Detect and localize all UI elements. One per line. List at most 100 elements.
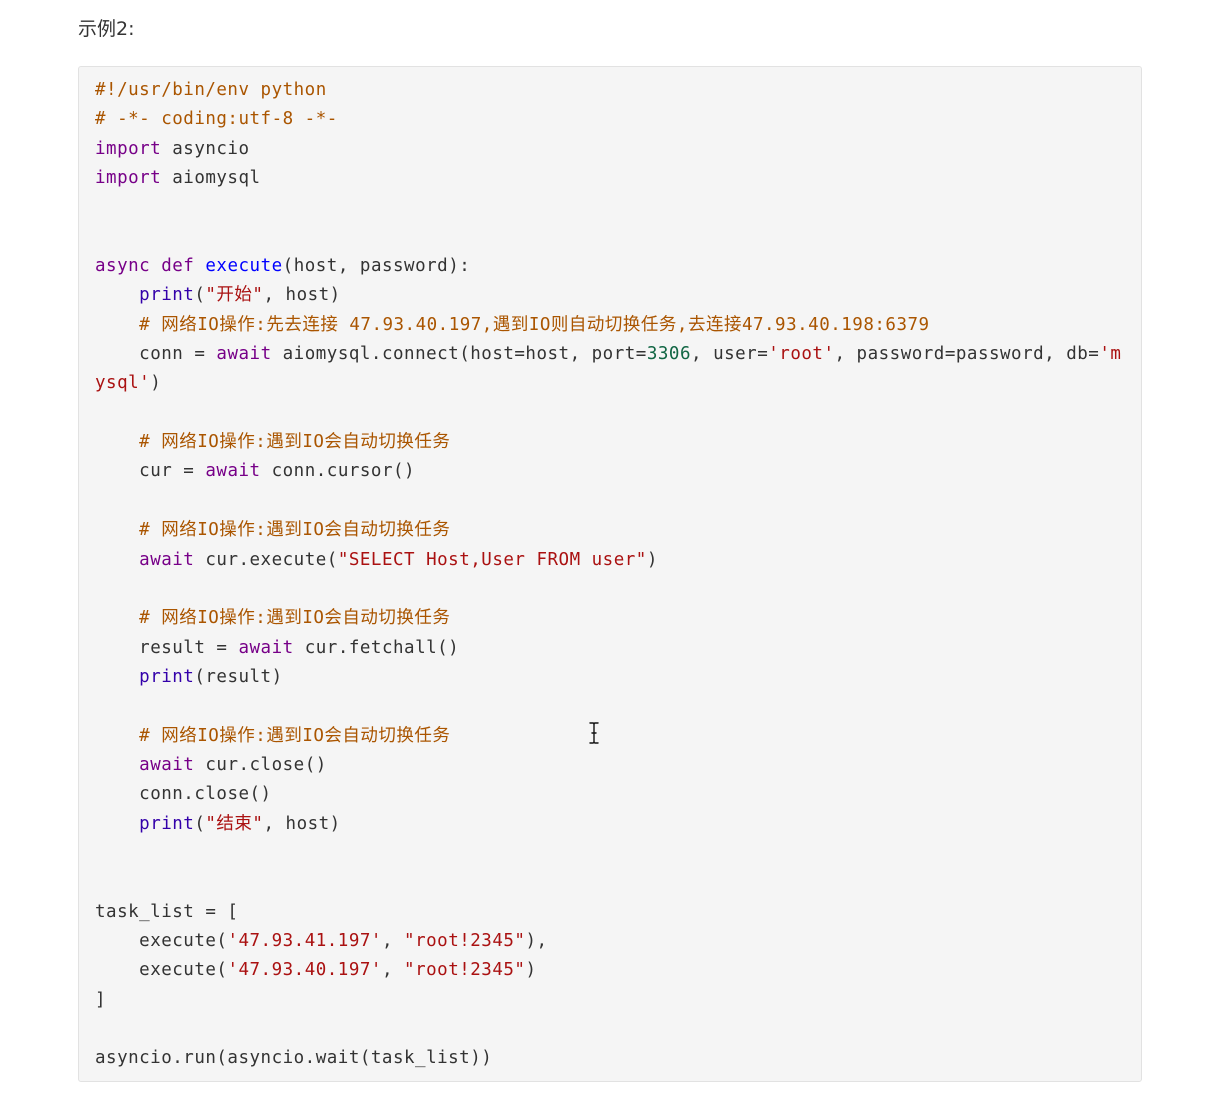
code-token-keyword: import <box>95 138 162 159</box>
code-token-plain: , host) <box>263 285 341 306</box>
code-token-plain: ) <box>525 960 537 981</box>
code-line: result = await cur.fetchall() <box>95 634 1125 663</box>
code-token-plain <box>95 814 139 834</box>
code-token-comment: # -*- coding:utf-8 -*- <box>95 109 338 130</box>
code-token-plain: ) <box>150 373 162 394</box>
code-line: print("结束", host) <box>95 810 1125 839</box>
code-token-keyword: await <box>216 344 272 365</box>
code-token-plain: , <box>381 960 405 981</box>
code-token-plain: (result) <box>194 666 283 687</box>
code-token-plain <box>95 285 139 305</box>
code-token-string: '47.93.41.197' <box>227 930 382 951</box>
code-line: ​ <box>95 193 1125 222</box>
code-token-comment: # 网络IO操作:遇到IO会自动切换任务 <box>139 608 451 629</box>
section-heading: 示例2: <box>78 18 135 40</box>
code-token-plain: , user= <box>691 344 769 365</box>
code-line: ​ <box>95 839 1125 868</box>
code-line: # 网络IO操作:遇到IO会自动切换任务 <box>95 516 1125 545</box>
code-token-comment: # 网络IO操作:先去连接 47.93.40.197,遇到IO则自动切换任务,去… <box>139 314 930 335</box>
code-token-plain <box>95 667 139 687</box>
code-token-comment: # 网络IO操作:遇到IO会自动切换任务 <box>139 520 451 541</box>
code-token-plain: ( <box>194 285 206 306</box>
code-line: execute('47.93.40.197', "root!2345") <box>95 956 1125 985</box>
text-cursor-icon <box>589 722 599 744</box>
code-line: await cur.execute("SELECT Host,User FROM… <box>95 546 1125 575</box>
code-token-plain: task_list = [ <box>95 901 239 922</box>
code-token-plain: ), <box>525 930 548 951</box>
code-token-string: 'root' <box>768 344 835 365</box>
code-line: ​ <box>95 399 1125 428</box>
code-token-plain: conn.close() <box>95 784 272 805</box>
code-line: print("开始", host) <box>95 281 1125 310</box>
code-token-keyword: await <box>238 637 294 658</box>
code-token-comment: #!/usr/bin/env python <box>95 80 327 100</box>
code-line: import aiomysql <box>95 164 1125 193</box>
code-token-plain: (host, password): <box>282 256 471 277</box>
code-token-number: 3306 <box>646 344 691 365</box>
code-token-plain <box>95 755 139 775</box>
code-token-plain: cur.fetchall() <box>293 637 460 658</box>
code-token-plain: , password=password, db= <box>834 344 1100 365</box>
code-token-plain: conn.cursor() <box>260 461 416 482</box>
code-token-string: 'mysql' <box>95 344 1122 394</box>
code-token-keyword: await <box>139 754 195 775</box>
code-line: ​ <box>95 575 1125 604</box>
code-token-builtin: print <box>139 666 195 687</box>
code-line: ​ <box>95 487 1125 516</box>
code-token-plain <box>95 550 139 570</box>
code-token-comment: # 网络IO操作:遇到IO会自动切换任务 <box>139 432 451 453</box>
code-token-plain: asyncio <box>161 138 250 159</box>
code-line: print(result) <box>95 663 1125 692</box>
code-token-keyword: def <box>161 256 195 277</box>
code-token-plain: ( <box>194 813 206 834</box>
code-line: import asyncio <box>95 135 1125 164</box>
code-line: ​ <box>95 868 1125 897</box>
code-token-plain: ) <box>646 549 658 570</box>
code-line: ​ <box>95 223 1125 252</box>
code-token-plain: , <box>381 930 405 951</box>
code-line: execute('47.93.41.197', "root!2345"), <box>95 927 1125 956</box>
code-line: ] <box>95 986 1125 1015</box>
code-line: ​ <box>95 692 1125 721</box>
code-token-keyword: import <box>95 168 162 189</box>
code-token-plain: aiomysql <box>161 168 261 189</box>
code-token-def: execute <box>205 256 283 277</box>
code-token-plain: aiomysql.connect(host=host, port= <box>271 344 647 365</box>
code-line: conn = await aiomysql.connect(host=host,… <box>95 340 1125 399</box>
code-block[interactable]: #!/usr/bin/env python # -*- coding:utf-8 … <box>78 66 1142 1082</box>
code-token-builtin: print <box>139 813 195 834</box>
code-token-string: "开始" <box>205 285 264 306</box>
code-token-plain <box>95 432 139 452</box>
code-line: # 网络IO操作:遇到IO会自动切换任务 <box>95 722 1125 751</box>
code-line: #!/usr/bin/env python <box>95 76 1125 105</box>
code-token-plain: execute( <box>95 930 228 951</box>
code-token-keyword: await <box>139 549 195 570</box>
code-line: async def execute(host, password): <box>95 252 1125 281</box>
code-token-plain: cur = <box>95 461 206 482</box>
code-token-string: "root!2345" <box>404 960 526 981</box>
code-token-plain: conn = <box>95 344 217 365</box>
code-line: conn.close() <box>95 780 1125 809</box>
code-token-string: "结束" <box>205 813 264 834</box>
code-token-string: "SELECT Host,User FROM user" <box>337 549 647 570</box>
code-token-plain: result = <box>95 637 239 658</box>
code-token-string: "root!2345" <box>404 930 526 951</box>
code-token-plain: ] <box>95 989 107 1010</box>
code-token-plain <box>95 520 139 540</box>
code-content[interactable]: #!/usr/bin/env python # -*- coding:utf-8 … <box>95 76 1125 1074</box>
code-token-plain <box>194 256 205 276</box>
code-line: ​ <box>95 1015 1125 1044</box>
code-token-plain: asyncio.run(asyncio.wait(task_list)) <box>95 1048 493 1069</box>
code-token-plain: cur.close() <box>194 754 327 775</box>
code-line: await cur.close() <box>95 751 1125 780</box>
code-token-keyword: await <box>205 461 261 482</box>
code-line: cur = await conn.cursor() <box>95 457 1125 486</box>
code-token-comment: # 网络IO操作:遇到IO会自动切换任务 <box>139 725 451 746</box>
code-token-keyword: async <box>95 256 151 277</box>
code-line: # 网络IO操作:遇到IO会自动切换任务 <box>95 604 1125 633</box>
code-line: # 网络IO操作:先去连接 47.93.40.197,遇到IO则自动切换任务,去… <box>95 311 1125 340</box>
code-token-plain <box>150 256 161 276</box>
code-token-plain: execute( <box>95 960 228 981</box>
code-token-plain: , host) <box>263 813 341 834</box>
code-token-string: '47.93.40.197' <box>227 960 382 981</box>
